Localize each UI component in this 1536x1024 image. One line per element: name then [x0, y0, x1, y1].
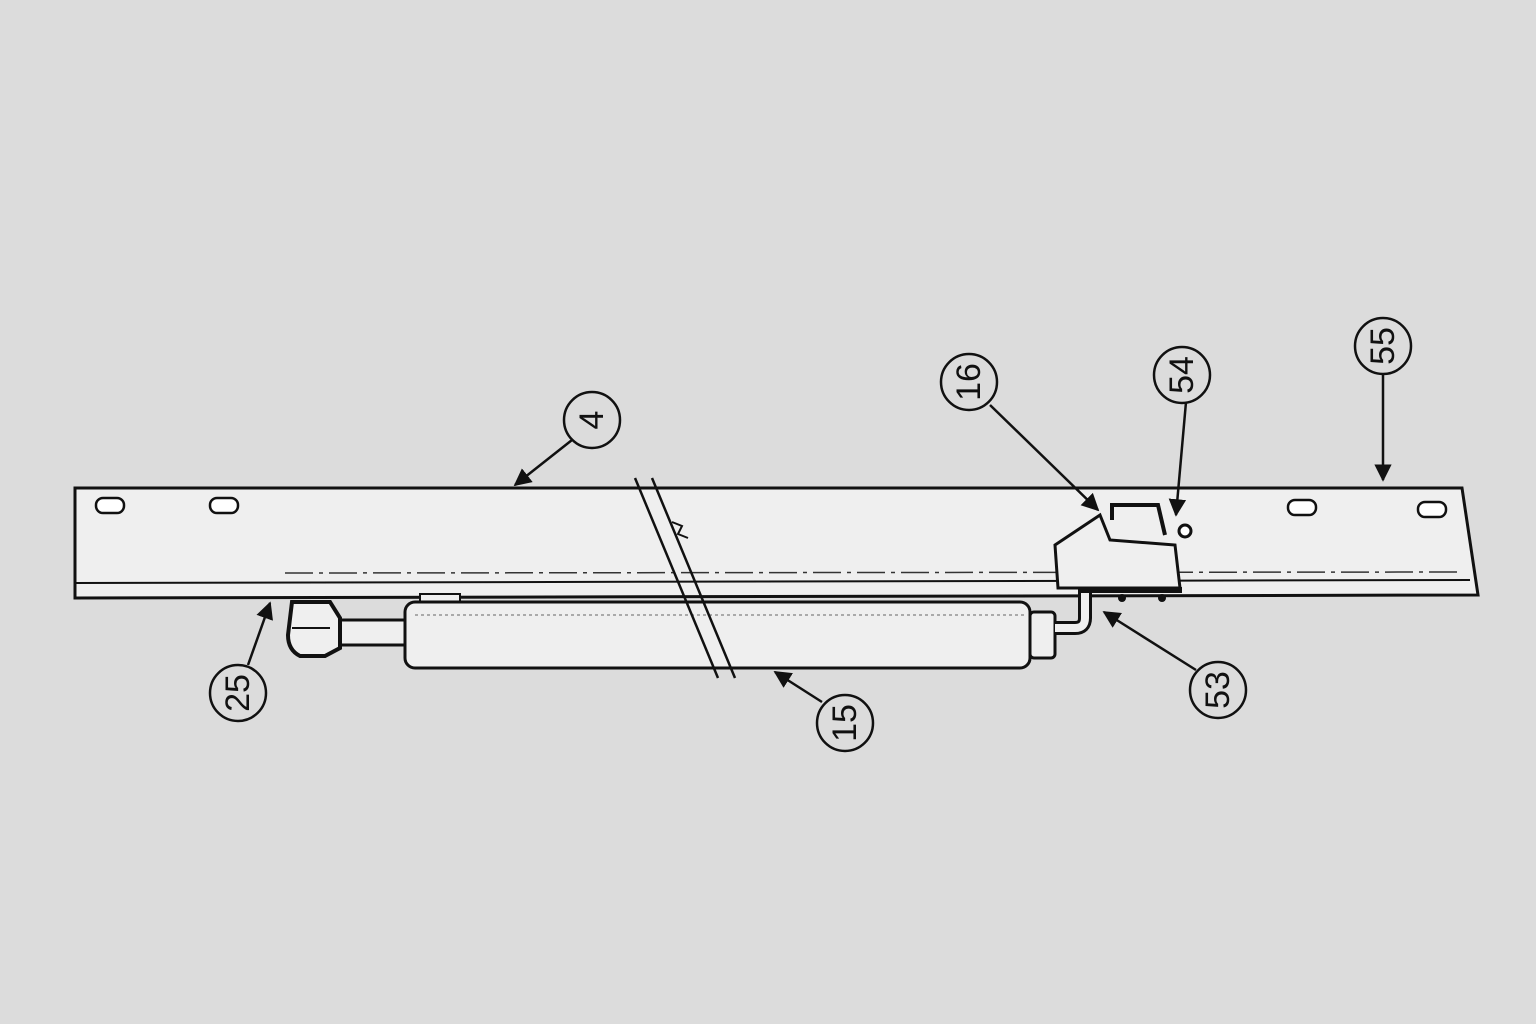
callout-54: 54 [1152, 345, 1212, 405]
bar-part [73, 486, 1480, 600]
leader-lines [246, 373, 1392, 704]
callout-15: 15 [815, 693, 875, 753]
slot-hole [1286, 498, 1318, 517]
callout-label: 4 [573, 411, 611, 430]
callout-25: 25 [208, 663, 268, 723]
callout-label: 55 [1364, 327, 1402, 365]
callout-label: 15 [826, 704, 864, 742]
elbow-part [285, 600, 342, 658]
slot-hole [1416, 500, 1448, 519]
callout-55: 55 [1353, 316, 1413, 376]
callout-53: 53 [1188, 660, 1248, 720]
screw-icon [1177, 523, 1193, 539]
strap [633, 477, 737, 679]
callout-16: 16 [939, 352, 999, 412]
slot-hole [208, 496, 240, 515]
callout-label: 54 [1163, 356, 1201, 394]
bracket-assembly [1053, 503, 1193, 602]
callout-4: 4 [562, 390, 622, 450]
callout-label: 16 [950, 363, 988, 401]
callout-label: 25 [219, 674, 257, 712]
callout-label: 53 [1199, 671, 1237, 709]
slot-hole [94, 496, 126, 515]
